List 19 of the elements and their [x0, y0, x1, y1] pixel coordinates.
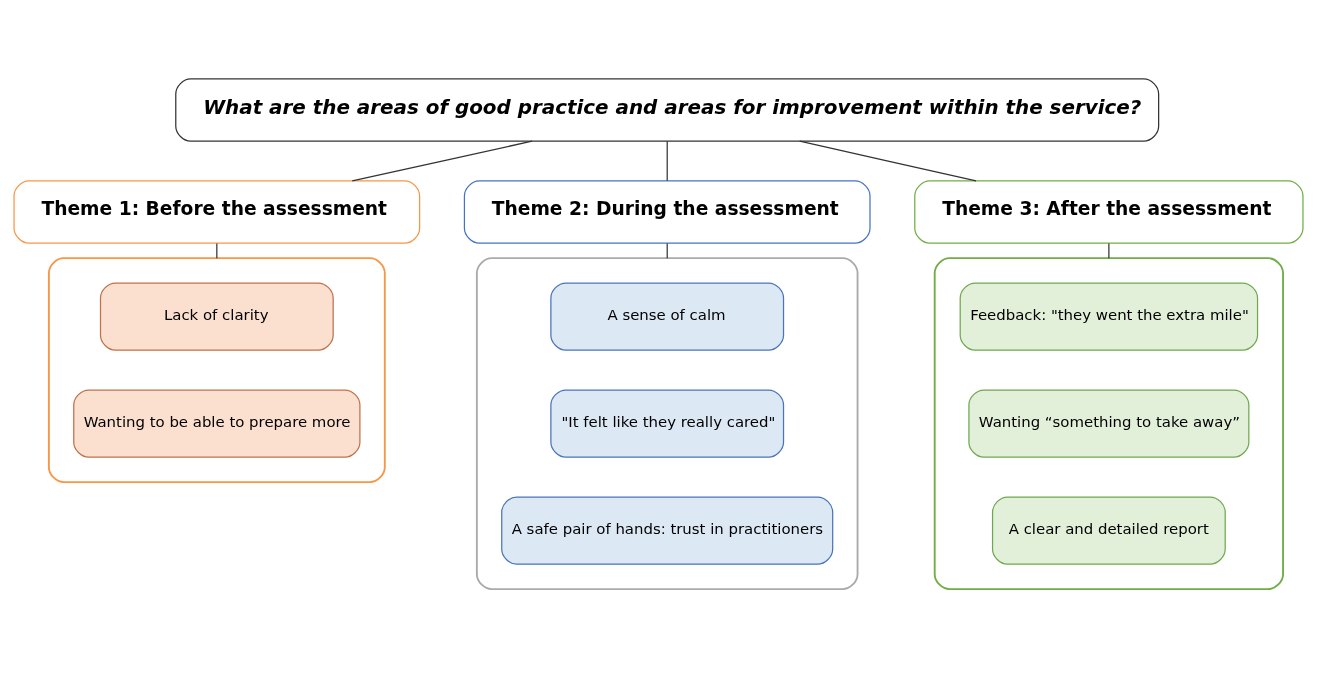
node-box: A sense of calm	[550, 281, 785, 351]
node-box: Theme 3: After the assessment	[914, 179, 1304, 244]
node-box: Theme 1: Before the assessment	[13, 179, 421, 244]
node-box: A clear and detailed report	[991, 495, 1226, 565]
node-box: What are the areas of good practice and areas for improvement within the service?	[175, 77, 1160, 142]
node-box: Theme 2: During the assessment	[463, 179, 871, 244]
cluster	[47, 256, 386, 483]
connector	[799, 140, 977, 182]
node-box: Lack of clarity	[99, 281, 334, 351]
node-box: Feedback: "they went the extra mile"	[959, 281, 1259, 351]
node-box: A safe pair of hands: trust in practitioners	[501, 495, 834, 565]
node-box: "It felt like they really cared"	[550, 388, 785, 458]
node-box: Wanting “something to take away”	[968, 388, 1250, 458]
connector	[351, 140, 533, 182]
cluster	[475, 256, 859, 590]
connector	[1108, 242, 1110, 259]
cluster	[933, 256, 1284, 590]
connector	[666, 140, 668, 181]
node-box: Wanting to be able to prepare more	[73, 388, 361, 458]
